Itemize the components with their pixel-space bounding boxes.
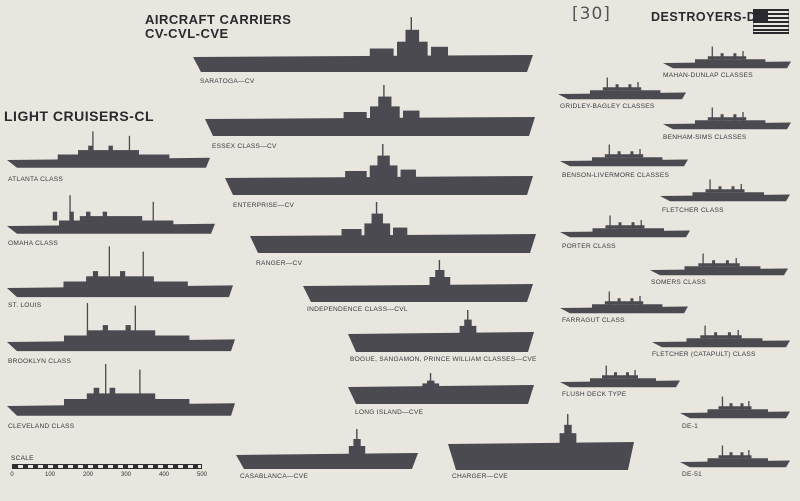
carrier-silhouette bbox=[193, 17, 533, 72]
scale-bar-graphic bbox=[12, 464, 202, 469]
cruiser-silhouette bbox=[7, 303, 235, 352]
destroyer-silhouette bbox=[560, 365, 680, 388]
cruiser-label: BROOKLYN CLASS bbox=[8, 358, 72, 365]
destroyer-label: GRIDLEY-BAGLEY CLASSES bbox=[560, 103, 655, 110]
destroyer-silhouette bbox=[560, 144, 688, 167]
destroyer-label: FARRAGUT CLASS bbox=[562, 317, 625, 324]
destroyer-label: BENHAM-SIMS CLASSES bbox=[663, 134, 747, 141]
destroyer-label: PORTER CLASS bbox=[562, 243, 616, 250]
cruiser-label: ATLANTA CLASS bbox=[8, 176, 64, 183]
carrier-silhouette bbox=[348, 373, 534, 404]
carriers-heading: AIRCRAFT CARRIERS CV-CVL-CVE bbox=[145, 13, 291, 40]
carriers-heading-line1: AIRCRAFT CARRIERS bbox=[145, 12, 292, 27]
carrier-silhouette bbox=[236, 429, 418, 469]
carrier-label: RANGER—CV bbox=[256, 260, 303, 267]
scale-tick: 400 bbox=[158, 472, 170, 478]
cruiser-label: OMAHA CLASS bbox=[8, 240, 59, 247]
carrier-label: CASABLANCA—CVE bbox=[240, 473, 308, 480]
carrier-label: ENTERPRISE—CV bbox=[233, 202, 295, 209]
carrier-silhouette bbox=[348, 310, 534, 352]
cruiser-silhouette bbox=[7, 364, 235, 416]
us-flag-icon bbox=[753, 9, 789, 34]
carrier-label: ESSEX CLASS—CV bbox=[212, 143, 277, 150]
carrier-silhouette bbox=[225, 144, 533, 195]
plate-number: [30] bbox=[572, 4, 611, 24]
destroyer-silhouette bbox=[680, 396, 790, 419]
carrier-silhouette bbox=[205, 85, 535, 136]
destroyer-label: FLETCHER CLASS bbox=[662, 207, 724, 214]
scale-tick: 100 bbox=[44, 472, 56, 478]
carrier-label: INDEPENDENCE CLASS—CVL bbox=[307, 306, 408, 313]
destroyer-label: FLETCHER (CATAPULT) CLASS bbox=[652, 351, 756, 358]
carrier-silhouette bbox=[303, 260, 533, 302]
destroyer-silhouette bbox=[560, 215, 690, 238]
cruisers-heading: LIGHT CRUISERS-CL bbox=[4, 108, 155, 124]
scale-tick: 0 bbox=[10, 472, 14, 478]
destroyer-silhouette bbox=[663, 46, 791, 69]
cruiser-label: CLEVELAND CLASS bbox=[8, 423, 75, 430]
scale-tick: 200 bbox=[82, 472, 94, 478]
carriers-heading-line2: CV-CVL-CVE bbox=[145, 25, 229, 41]
carrier-label: BOGUE, SANGAMON, PRINCE WILLIAM CLASSES—… bbox=[350, 356, 537, 363]
destroyer-label: SOMERS CLASS bbox=[651, 279, 707, 286]
carrier-silhouette bbox=[448, 414, 634, 470]
scale-title: SCALE bbox=[11, 455, 34, 462]
cruiser-silhouette bbox=[7, 246, 233, 298]
destroyer-label: DE-1 bbox=[682, 423, 699, 430]
carrier-label: SARATOGA—CV bbox=[200, 78, 255, 85]
cruiser-silhouette bbox=[7, 131, 210, 168]
destroyer-silhouette bbox=[652, 325, 790, 348]
scale-tick: 500 bbox=[196, 472, 208, 478]
destroyer-silhouette bbox=[560, 291, 688, 314]
carrier-label: LONG ISLAND—CVE bbox=[355, 409, 424, 416]
destroyer-silhouette bbox=[558, 77, 686, 100]
destroyer-silhouette bbox=[660, 179, 790, 202]
scale-tick: 300 bbox=[120, 472, 132, 478]
cruiser-silhouette bbox=[7, 195, 215, 234]
carrier-silhouette bbox=[250, 202, 536, 253]
destroyer-label: BENSON-LIVERMORE CLASSES bbox=[562, 172, 670, 179]
destroyer-label: DE-51 bbox=[682, 471, 702, 478]
cruiser-label: ST. LOUIS bbox=[8, 302, 42, 309]
destroyer-silhouette bbox=[663, 107, 791, 130]
carrier-label: CHARGER—CVE bbox=[452, 473, 508, 480]
destroyer-label: MAHAN-DUNLAP CLASSES bbox=[663, 72, 753, 79]
destroyer-silhouette bbox=[650, 253, 788, 276]
destroyers-heading: DESTROYERS-DD bbox=[651, 10, 766, 24]
destroyer-silhouette bbox=[680, 445, 790, 468]
destroyer-label: FLUSH DECK TYPE bbox=[562, 391, 627, 398]
scale-bar: SCALE 0 100 200 300 400 500 bbox=[9, 455, 209, 485]
